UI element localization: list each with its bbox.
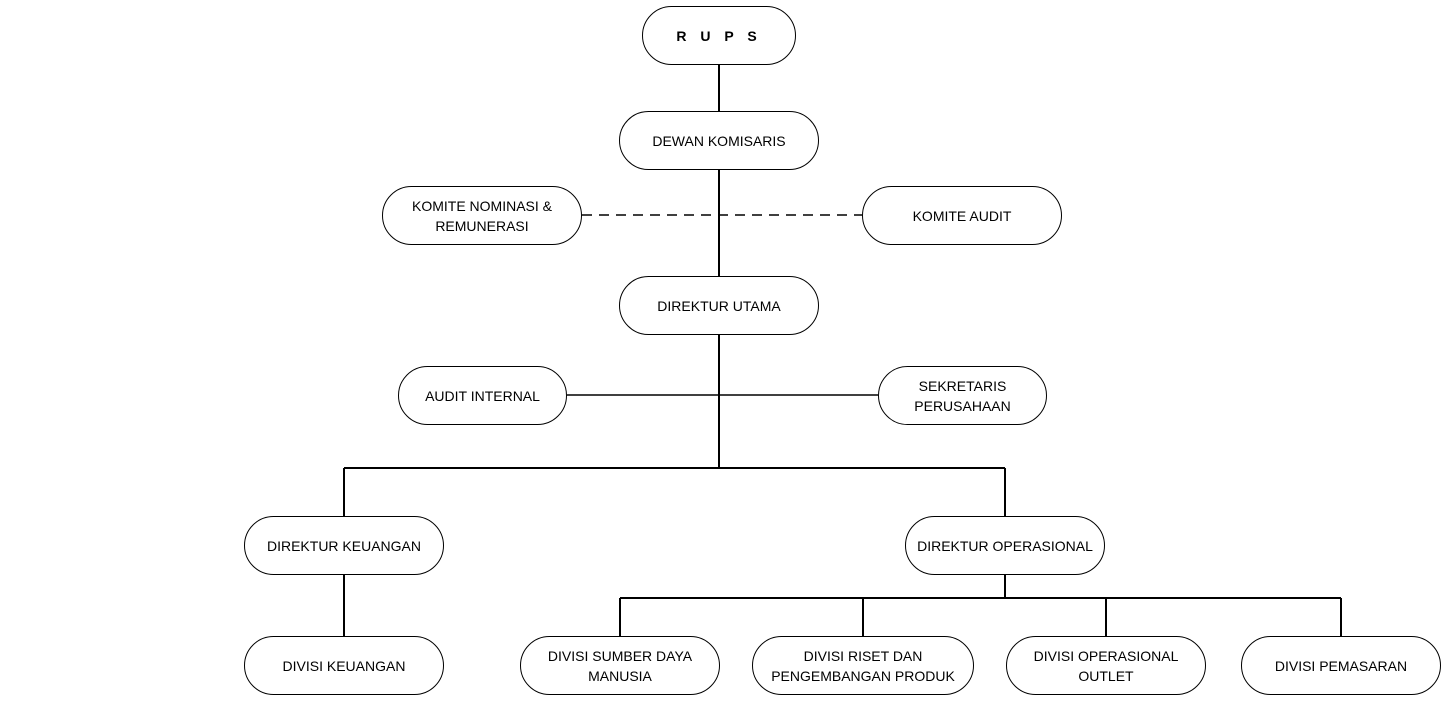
node-label: KOMITE NOMINASI & REMUNERASI: [411, 197, 552, 234]
node-komite-nominasi: KOMITE NOMINASI & REMUNERASI: [382, 186, 582, 245]
node-direktur-operasional: DIREKTUR OPERASIONAL: [905, 516, 1105, 575]
node-komite-audit: KOMITE AUDIT: [862, 186, 1062, 245]
node-label: DIVISI RISET DAN PENGEMBANGAN PRODUK: [771, 647, 955, 684]
node-label: DEWAN KOMISARIS: [652, 132, 786, 149]
node-dewan-komisaris: DEWAN KOMISARIS: [619, 111, 819, 170]
node-rups: R U P S: [642, 6, 796, 65]
node-label: AUDIT INTERNAL: [425, 387, 540, 404]
node-direktur-utama: DIREKTUR UTAMA: [619, 276, 819, 335]
node-label: DIREKTUR OPERASIONAL: [917, 537, 1093, 554]
node-label: DIREKTUR UTAMA: [657, 297, 781, 314]
node-direktur-keuangan: DIREKTUR KEUANGAN: [244, 516, 444, 575]
node-label: KOMITE AUDIT: [912, 207, 1012, 224]
node-divisi-pemasaran: DIVISI PEMASARAN: [1241, 636, 1441, 695]
node-label: DIVISI KEUANGAN: [282, 657, 406, 674]
node-label: DIREKTUR KEUANGAN: [266, 537, 422, 554]
node-divisi-riset: DIVISI RISET DAN PENGEMBANGAN PRODUK: [752, 636, 974, 695]
node-label: DIVISI OPERASIONAL OUTLET: [1033, 647, 1179, 684]
node-divisi-outlet: DIVISI OPERASIONAL OUTLET: [1006, 636, 1206, 695]
node-audit-internal: AUDIT INTERNAL: [398, 366, 567, 425]
node-label: DIVISI PEMASARAN: [1274, 657, 1408, 674]
node-sekretaris: SEKRETARIS PERUSAHAAN: [878, 366, 1047, 425]
node-label: R U P S: [676, 27, 762, 44]
node-label: SEKRETARIS PERUSAHAAN: [914, 377, 1011, 414]
node-divisi-keuangan: DIVISI KEUANGAN: [244, 636, 444, 695]
node-divisi-sdm: DIVISI SUMBER DAYA MANUSIA: [520, 636, 720, 695]
node-label: DIVISI SUMBER DAYA MANUSIA: [547, 647, 693, 684]
